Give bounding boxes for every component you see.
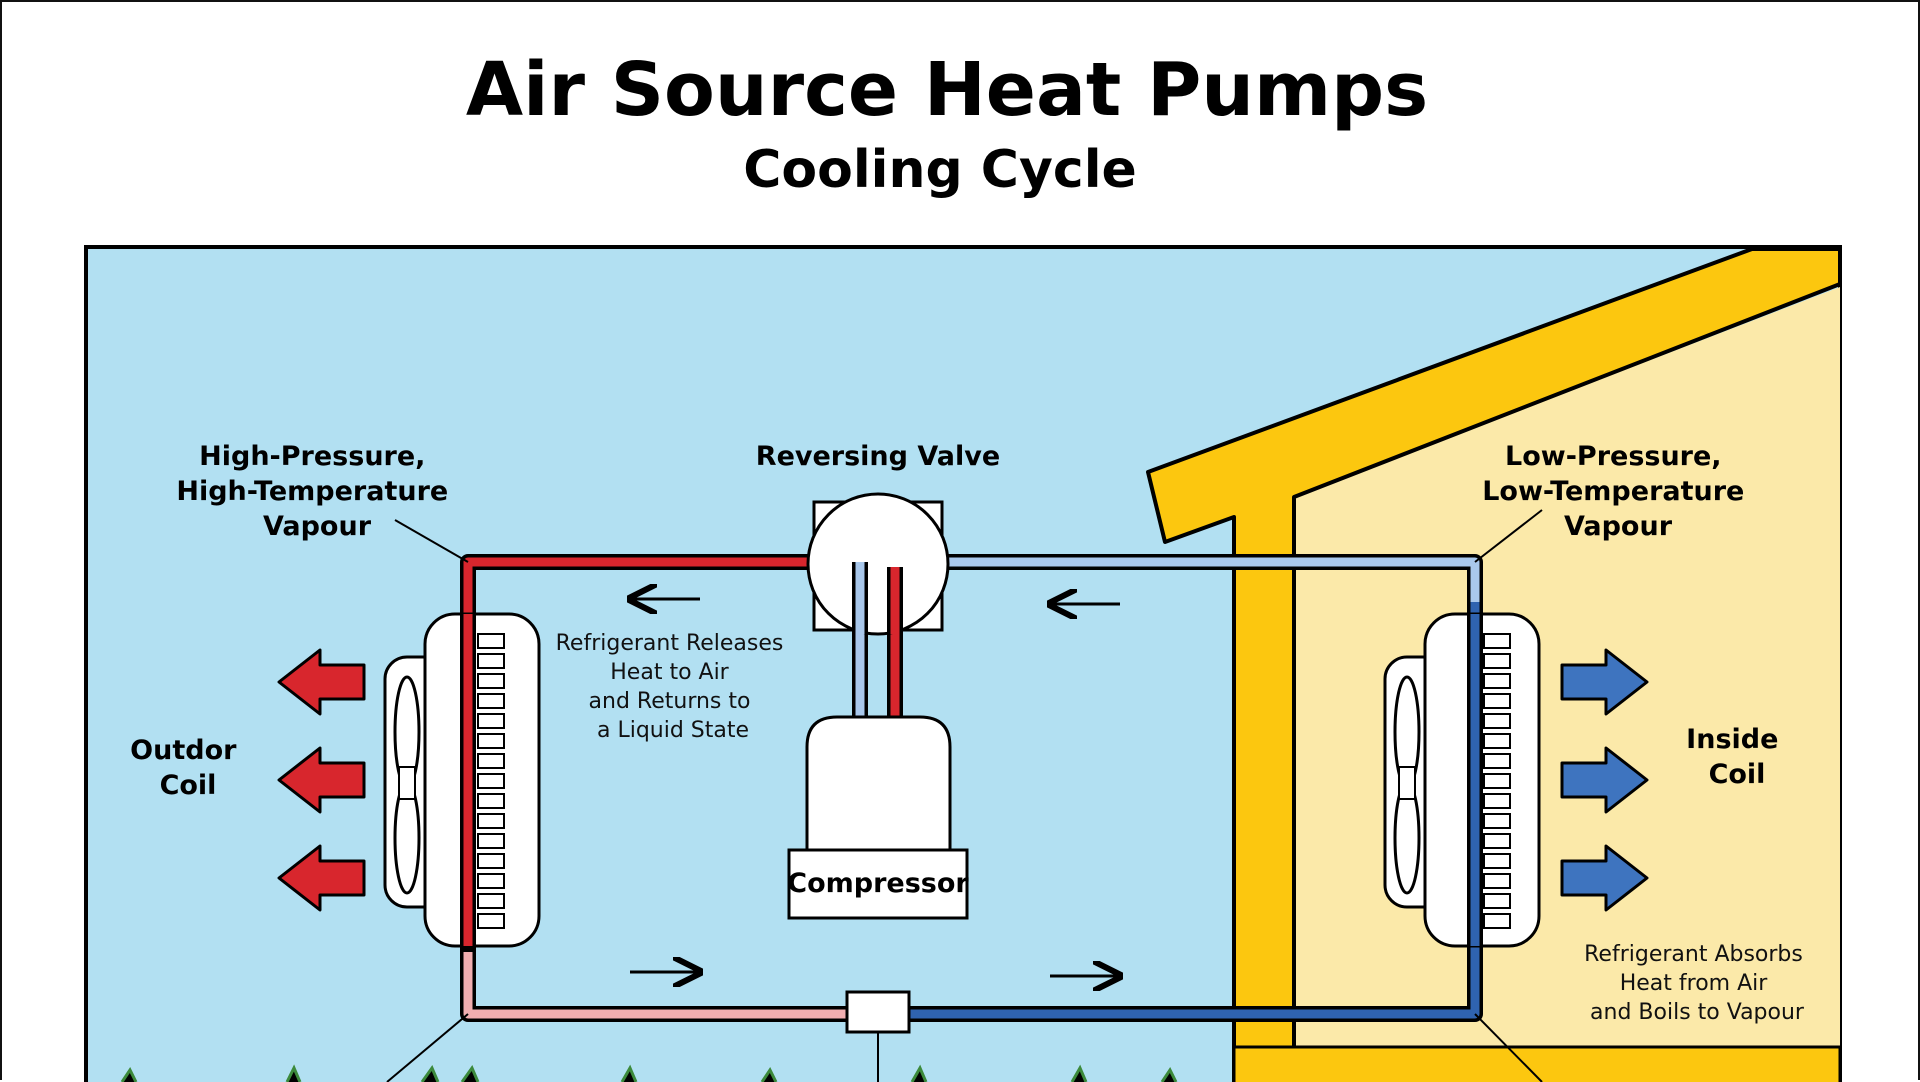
- heat-absorb-arrow-1: [1560, 648, 1649, 716]
- reversing-valve-label: Reversing Valve: [756, 441, 1000, 472]
- indoor-vapour-leader: [1474, 509, 1543, 563]
- diagram-title: Air Source Heat Pumps: [466, 47, 1428, 133]
- absorbs-heat-note: Refrigerant Absorbs Heat from Air and Bo…: [1584, 942, 1810, 1025]
- house-floor-beam: [1232, 1045, 1842, 1082]
- releases-heat-note: Refrigerant Releases Heat to Air and Ret…: [556, 631, 791, 743]
- outdoor-coil-unit: [383, 612, 541, 948]
- reversing-valve: [806, 492, 950, 636]
- outdoor-vapour-leader: [394, 519, 469, 563]
- expansion-valve: [845, 990, 911, 1034]
- indoor-liquid-leader: [1474, 1013, 1543, 1082]
- heat-absorb-arrow-3: [1560, 844, 1649, 912]
- outdoor-coil-label: Outdor Coil: [130, 735, 246, 801]
- heat-release-arrow-1: [277, 648, 366, 716]
- outdoor-vapour-label: High-Pressure, High-Temperature Vapour: [176, 441, 457, 542]
- inside-coil-label: Inside Coil: [1686, 724, 1788, 790]
- diagram-subtitle: Cooling Cycle: [743, 140, 1137, 200]
- inside-coil-unit: [1383, 612, 1541, 948]
- outdoor-liquid-leader: [386, 1013, 469, 1082]
- heat-release-arrow-2: [277, 746, 366, 814]
- heat-absorb-arrow-2: [1560, 746, 1649, 814]
- compressor-label: Compressor: [787, 868, 969, 899]
- heat-release-arrow-3: [277, 844, 366, 912]
- grass: [120, 1064, 1178, 1082]
- indoor-vapour-label: Low-Pressure, Low-Temperature Vapour: [1482, 441, 1754, 542]
- compressor: Compressor: [787, 715, 969, 920]
- house-roof-and-wall: [1146, 247, 1842, 1082]
